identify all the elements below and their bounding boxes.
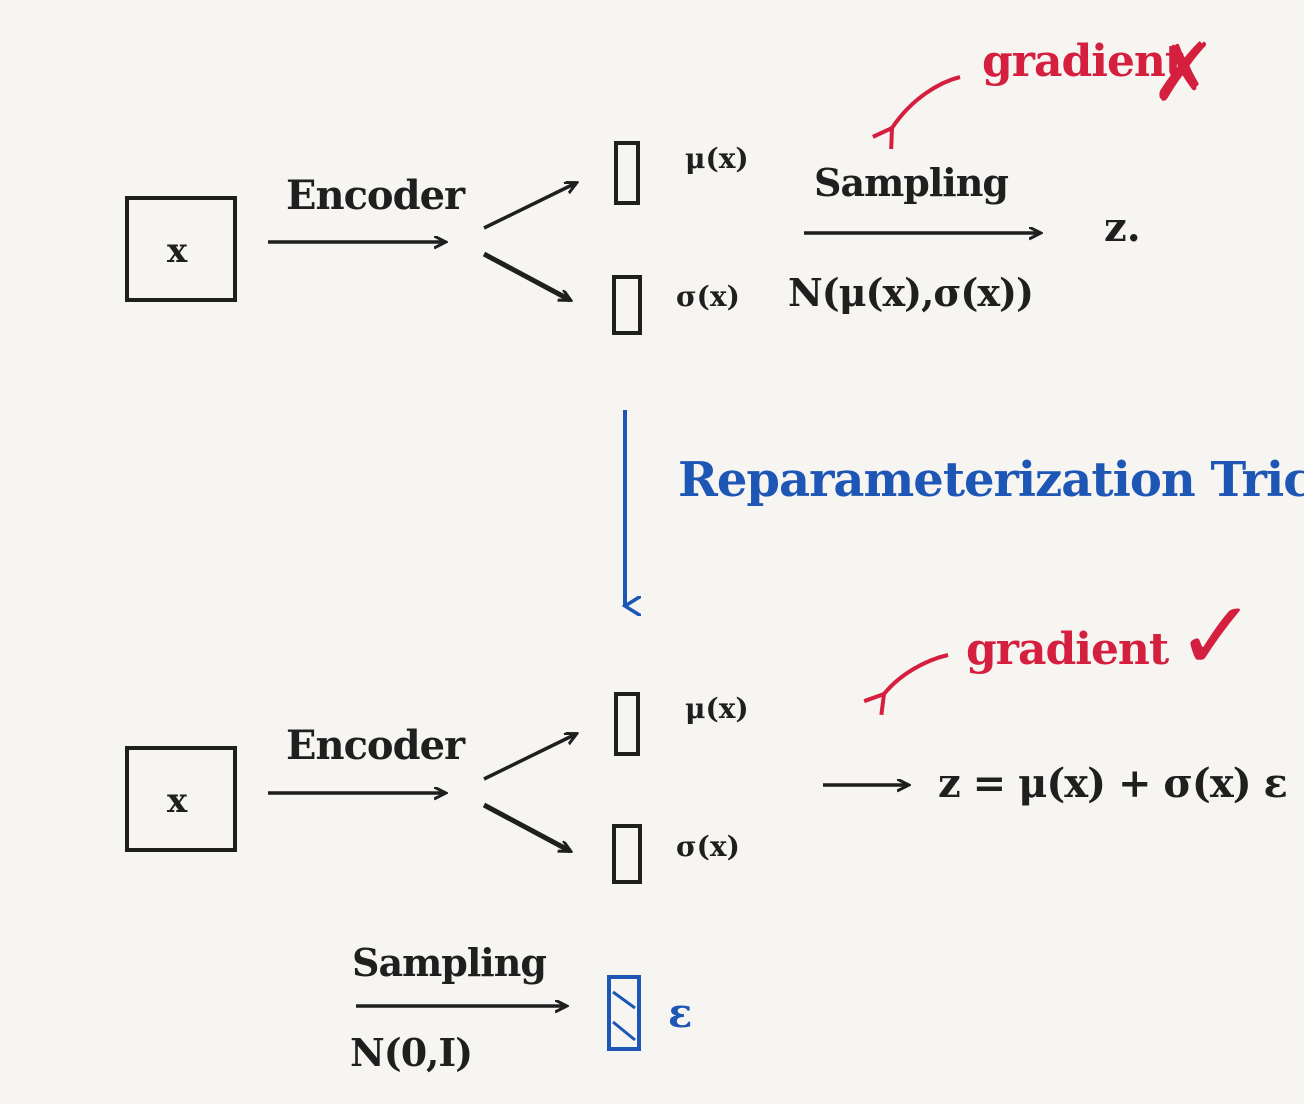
bottom-input-label: x: [167, 781, 188, 821]
bottom-sigma-vector: [612, 824, 642, 884]
top-sigma-label: σ(x): [676, 280, 740, 313]
bottom-branch-arrow-sigma: [482, 802, 570, 854]
bottom-mu-vector: [614, 692, 640, 756]
reparameterization-trick-label: Reparameterization Trick: [678, 452, 1304, 508]
top-distribution-label: N(μ(x),σ(x)): [788, 270, 1034, 315]
bottom-input-box: [125, 746, 237, 852]
top-branch-arrow-mu: [483, 183, 576, 230]
top-mu-label: μ(x): [685, 142, 749, 175]
top-gradient-label: gradient: [982, 36, 1185, 87]
bottom-mu-label: μ(x): [685, 692, 749, 725]
epsilon-vector: [607, 975, 641, 1051]
top-mu-vector: [614, 141, 640, 205]
noise-distribution-label: N(0,I): [350, 1030, 473, 1075]
bottom-gradient-label: gradient: [966, 624, 1169, 675]
top-input-box: [125, 196, 237, 302]
top-output-z: z.: [1104, 204, 1141, 251]
bottom-gradient-check-mark: ✓: [1176, 580, 1256, 692]
top-gradient-cross-mark: ✗: [1150, 26, 1217, 119]
top-gradient-arrow: [872, 75, 961, 150]
reparameterized-z-equation: z = μ(x) + σ(x) ε: [938, 760, 1288, 807]
epsilon-label: ε: [668, 990, 693, 1037]
top-sampling-label: Sampling: [814, 160, 1009, 205]
top-branch-arrow-sigma: [482, 251, 570, 303]
top-encoder-label: Encoder: [286, 172, 465, 219]
top-input-label: x: [167, 231, 188, 271]
top-sigma-vector: [612, 275, 642, 335]
bottom-encoder-label: Encoder: [286, 722, 465, 769]
bottom-branch-arrow-mu: [483, 734, 576, 781]
bottom-gradient-arrow: [863, 653, 949, 716]
noise-sampling-label: Sampling: [352, 940, 547, 985]
bottom-sigma-label: σ(x): [676, 830, 740, 863]
